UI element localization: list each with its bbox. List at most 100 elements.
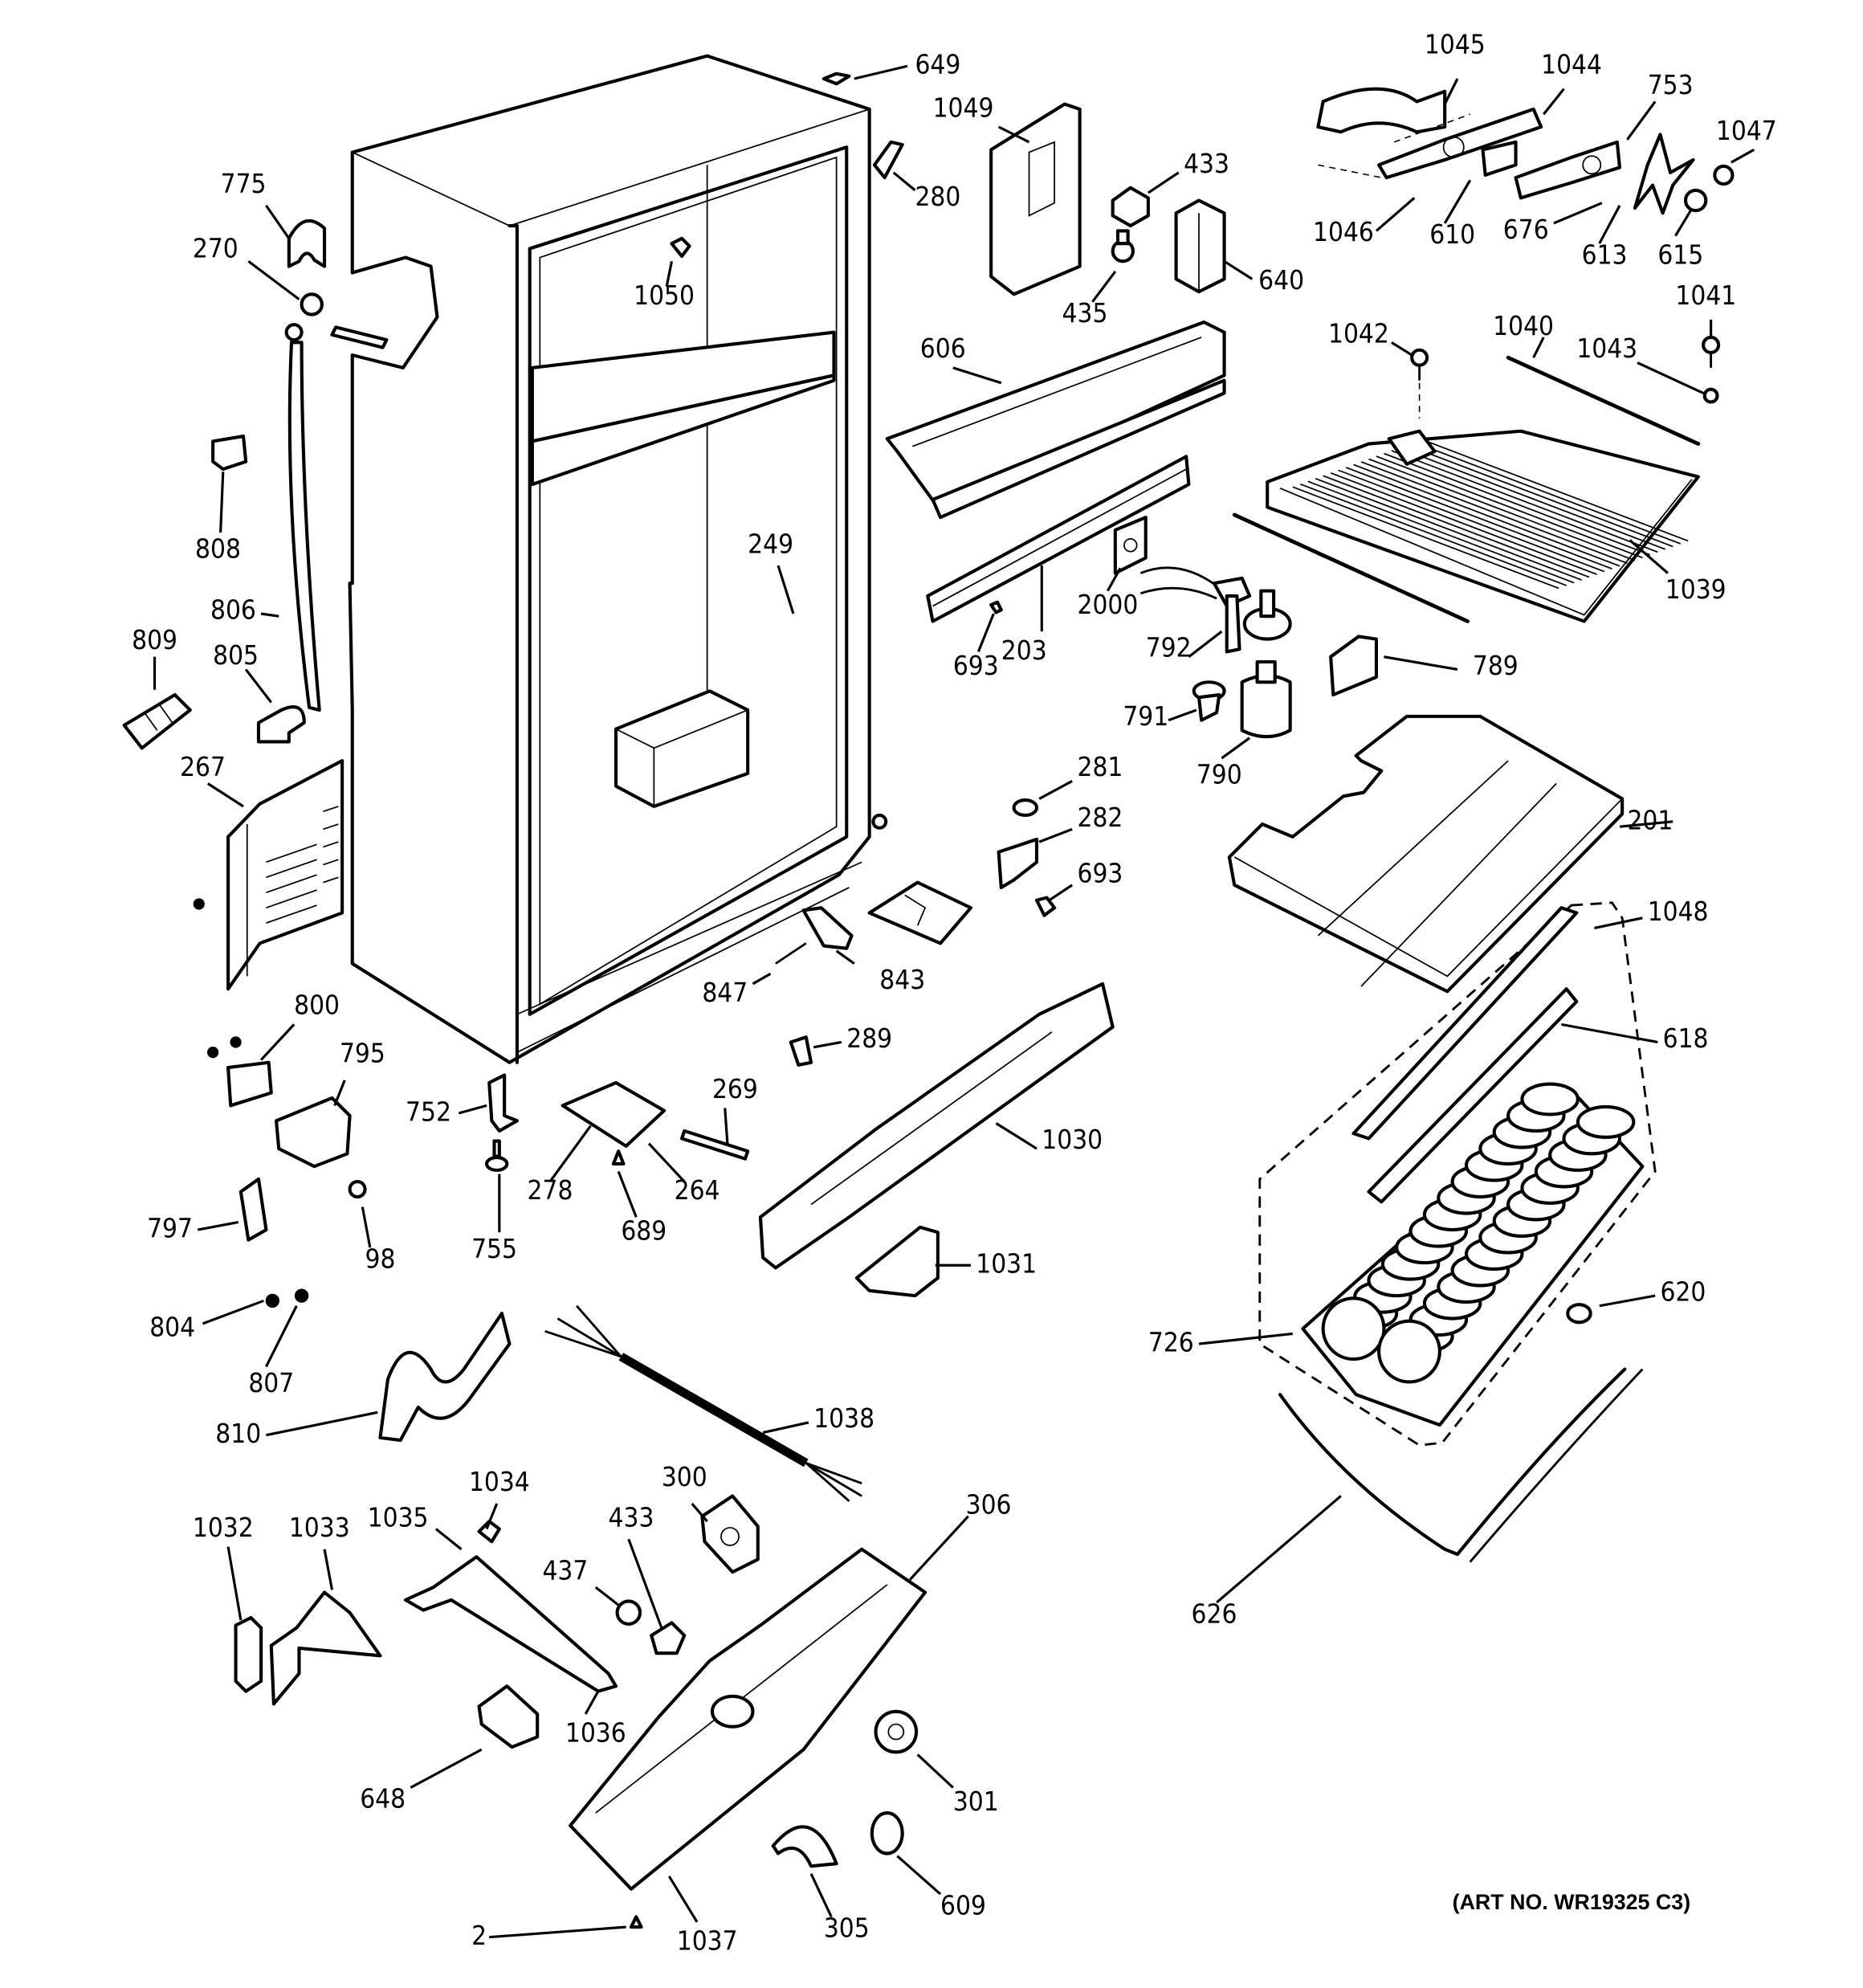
evaporator-fin bbox=[1345, 467, 1612, 569]
callout-626: 626 bbox=[1192, 1598, 1237, 1629]
leader-line-806 bbox=[260, 612, 279, 618]
callout-689: 689 bbox=[621, 1215, 667, 1247]
part-1039-evaporator bbox=[1232, 355, 1701, 623]
leader-line-280 bbox=[892, 171, 916, 192]
leader-line-201 bbox=[1619, 820, 1673, 828]
callout-281: 281 bbox=[1077, 751, 1123, 782]
leader-line-1035 bbox=[434, 1528, 463, 1550]
callout-435: 435 bbox=[1062, 297, 1108, 329]
part-805-clamp bbox=[256, 705, 306, 744]
evaporator-fin bbox=[1315, 477, 1582, 581]
leader-line-1032 bbox=[226, 1546, 243, 1621]
part-789-cover bbox=[1329, 635, 1379, 697]
part-300-thermostat bbox=[700, 1494, 760, 1574]
callout-1037: 1037 bbox=[677, 1925, 738, 1956]
callout-1040: 1040 bbox=[1493, 310, 1554, 341]
leader-line-270 bbox=[247, 260, 300, 300]
leader-line-1038 bbox=[762, 1421, 809, 1435]
leader-line-789 bbox=[1384, 655, 1458, 672]
part-618-heater-assembly bbox=[1258, 901, 1657, 1447]
leader-line-609 bbox=[896, 1855, 942, 1896]
evaporator-fin bbox=[1353, 463, 1620, 567]
leader-line-618 bbox=[1561, 1023, 1658, 1044]
part-809-union bbox=[122, 692, 192, 750]
part-806-tube bbox=[287, 341, 321, 712]
part-267-grille-panel bbox=[193, 759, 344, 991]
leader-line-610 bbox=[1443, 179, 1472, 224]
evaporator-fin bbox=[1421, 439, 1689, 542]
leader-line-278 bbox=[548, 1125, 592, 1183]
evaporator-fin bbox=[1330, 472, 1597, 575]
evaporator-fin bbox=[1360, 461, 1628, 565]
fan-motor-assembly bbox=[1316, 87, 1735, 215]
callout-433a: 433 bbox=[1184, 148, 1229, 179]
callout-278: 278 bbox=[528, 1174, 573, 1206]
leader-line-752 bbox=[458, 1104, 487, 1115]
callout-610: 610 bbox=[1429, 218, 1475, 250]
part-281-washer bbox=[1012, 798, 1039, 818]
part-843-cam bbox=[801, 906, 854, 950]
part-620-connector bbox=[1566, 1303, 1592, 1325]
callout-843: 843 bbox=[879, 964, 925, 995]
part-792-valve bbox=[1139, 566, 1292, 654]
leader-line-282 bbox=[1038, 827, 1073, 843]
cabinet-case bbox=[348, 54, 888, 1064]
leader-line-626 bbox=[1216, 1495, 1342, 1604]
leader-line-795 bbox=[333, 1080, 346, 1106]
evaporator-fin bbox=[1391, 450, 1658, 553]
evaporator-fin bbox=[1384, 452, 1651, 556]
part-433-light-cover bbox=[1111, 186, 1150, 228]
evaporator-fin bbox=[1399, 447, 1666, 550]
leader-line-301 bbox=[916, 1753, 954, 1789]
leader-line-648 bbox=[410, 1748, 483, 1789]
part-797-harness bbox=[238, 1177, 268, 1242]
leader-line-1048 bbox=[1594, 916, 1643, 929]
art-number: (ART NO. WR19325 C3) bbox=[1453, 1890, 1690, 1914]
leader-line-1039 bbox=[1629, 539, 1669, 574]
callout-648: 648 bbox=[360, 1783, 406, 1815]
callout-791: 791 bbox=[1123, 700, 1168, 732]
callout-795: 795 bbox=[340, 1038, 385, 1069]
part-289-bracket bbox=[789, 1035, 813, 1067]
leader-line-1047 bbox=[1731, 149, 1755, 164]
callout-809: 809 bbox=[132, 624, 177, 655]
leader-line-792 bbox=[1188, 630, 1223, 658]
part-755-leveler bbox=[484, 1139, 509, 1172]
callout-613: 613 bbox=[1582, 239, 1628, 270]
callout-203: 203 bbox=[1001, 635, 1047, 666]
part-804-807-nuts bbox=[265, 1288, 309, 1308]
part-693-pin bbox=[989, 600, 1003, 614]
leader-line-1040 bbox=[1532, 337, 1545, 358]
leader-line-847 bbox=[752, 972, 772, 986]
leader-line-775 bbox=[265, 204, 291, 239]
evaporator-fin bbox=[1323, 475, 1590, 578]
leader-line-676 bbox=[1553, 202, 1603, 225]
part-1032-duct bbox=[234, 1615, 263, 1693]
leader-line-289 bbox=[813, 1040, 842, 1049]
callout-270: 270 bbox=[193, 233, 238, 264]
callout-267: 267 bbox=[180, 751, 226, 782]
part-795-valve bbox=[275, 1096, 352, 1169]
callout-805: 805 bbox=[213, 639, 259, 671]
part-1041-screw bbox=[1702, 335, 1721, 368]
leader-line-433b bbox=[627, 1538, 663, 1629]
evaporator-fin bbox=[1307, 480, 1575, 584]
part-1030-base-grille bbox=[758, 982, 1115, 1270]
leader-line-689 bbox=[617, 1170, 638, 1218]
callout-1044: 1044 bbox=[1541, 49, 1602, 80]
leader-line-649 bbox=[854, 64, 908, 80]
leader-line-693b bbox=[1048, 884, 1074, 902]
leader-line-800 bbox=[259, 1023, 296, 1061]
callout-249: 249 bbox=[748, 528, 793, 559]
leader-line-1044 bbox=[1543, 88, 1565, 116]
callout-693a: 693 bbox=[953, 650, 999, 681]
part-1038-harness bbox=[544, 1304, 862, 1502]
callout-1046: 1046 bbox=[1313, 216, 1374, 247]
leader-line-606 bbox=[952, 366, 1002, 385]
leader-line-2 bbox=[489, 1925, 626, 1939]
leader-line-810 bbox=[266, 1410, 378, 1437]
leader-line-267 bbox=[206, 782, 244, 808]
part-1033-duct bbox=[269, 1590, 382, 1706]
part-1043-washer bbox=[1702, 387, 1719, 404]
